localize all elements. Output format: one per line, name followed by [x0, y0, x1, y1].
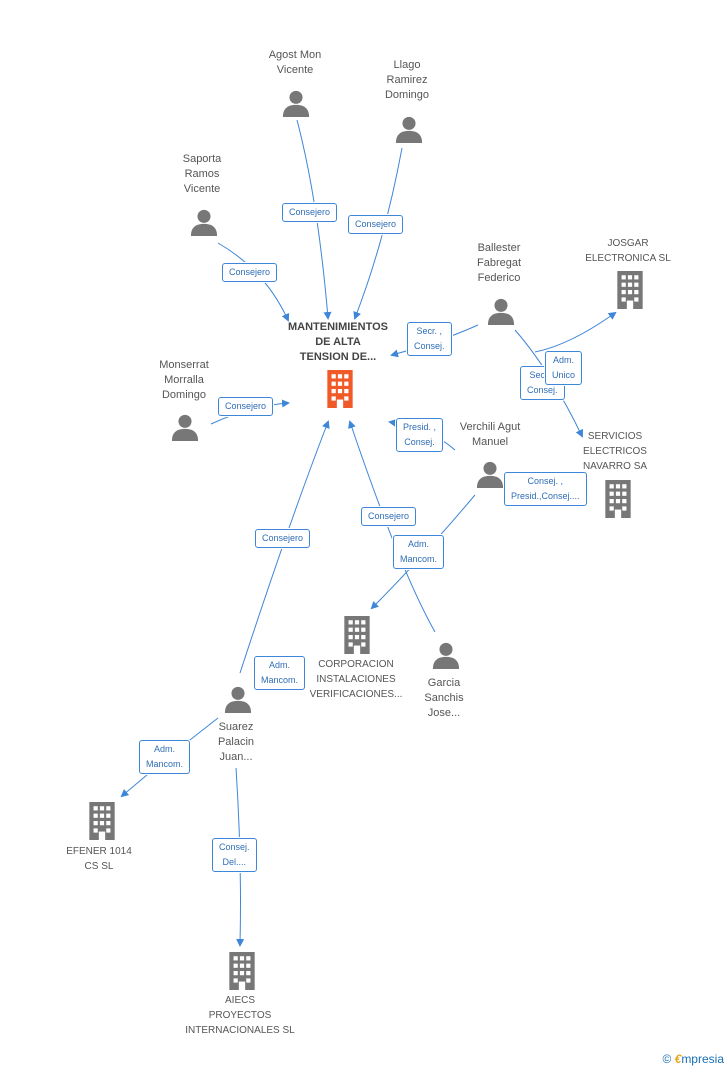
edge-label-monserrat: Consejero [218, 397, 274, 416]
person-icon-suarez [224, 686, 252, 713]
person-icon-saporta [190, 209, 218, 236]
node-label-verchili[interactable]: Verchili Agut Manuel [459, 421, 521, 448]
node-label-main[interactable]: MANTENIMIENTOS DE ALTA TENSION DE... [287, 321, 389, 363]
node-label-suarez[interactable]: Suarez Palacin Juan... [217, 721, 255, 763]
edge-label-suarez-efener: Adm. Mancom. [139, 740, 191, 774]
edge-label-verchili-main: Presid. , Consej. [396, 418, 444, 452]
copyright-symbol: © [662, 1052, 672, 1066]
edge-label-llago: Consejero [348, 215, 404, 234]
node-label-servicios[interactable]: SERVICIOS ELECTRICOS NAVARRO SA [582, 431, 648, 472]
edge-label-verchili-corporacion: Adm. Mancom. [393, 535, 445, 569]
edge-label-agost: Consejero [282, 203, 338, 222]
edge-llago [353, 147, 403, 320]
edge-label-ballester-josgar: Adm. Unico [545, 351, 583, 385]
edge-label-garcia-main: Consejero [361, 507, 417, 526]
node-label-agost[interactable]: Agost Mon Vicente [268, 49, 322, 76]
building-icon-corporacion [344, 616, 370, 654]
empresia-logo[interactable]: © €mpresia [662, 1052, 724, 1066]
building-icon-aiecs [229, 952, 255, 990]
edge-label-verchili-servicios: Consej. , Presid.,Consej.... [504, 472, 587, 506]
node-label-efener[interactable]: EFENER 1014 CS SL [66, 846, 132, 872]
brand-name: mpresia [681, 1052, 724, 1066]
edge-label-suarez-corporacion: Adm. Mancom. [254, 656, 306, 690]
edge-ballester-josgar [534, 311, 617, 353]
building-icon-efener [89, 802, 115, 840]
edge-label-ballester-main: Secr. , Consej. [407, 322, 452, 356]
person-icon-llago [395, 116, 423, 143]
node-label-garcia[interactable]: Garcia Sanchis Jose... [424, 677, 464, 719]
person-icon-verchili [476, 461, 504, 488]
edge-label-saporta: Consejero [222, 263, 278, 282]
building-icon-josgar [617, 271, 643, 309]
building-icon-main [327, 370, 353, 408]
building-icon-servicios [605, 480, 631, 518]
edge-label-suarez-main: Consejero [255, 529, 311, 548]
node-label-ballester[interactable]: Ballester Fabregat Federico [476, 242, 522, 284]
node-label-monserrat[interactable]: Monserrat Morralla Domingo [159, 359, 209, 401]
node-label-llago[interactable]: Llago Ramirez Domingo [384, 59, 430, 101]
node-label-corporacion[interactable]: CORPORACION INSTALACIONES VERIFICACIONES… [309, 659, 403, 700]
node-label-aiecs[interactable]: AIECS PROYECTOS INTERNACIONALES SL [185, 995, 295, 1036]
node-label-josgar[interactable]: JOSGAR ELECTRONICA SL [585, 238, 671, 264]
edge-label-suarez-aiecs: Consej. Del.... [212, 838, 257, 872]
person-icon-ballester [487, 298, 515, 325]
edge-garcia-main [348, 420, 436, 633]
person-icon-agost [282, 90, 310, 117]
brand-initial: € [674, 1052, 682, 1066]
person-icon-monserrat [171, 414, 199, 441]
node-label-saporta[interactable]: Saporta Ramos Vicente [182, 153, 222, 195]
person-icon-garcia [432, 642, 460, 669]
